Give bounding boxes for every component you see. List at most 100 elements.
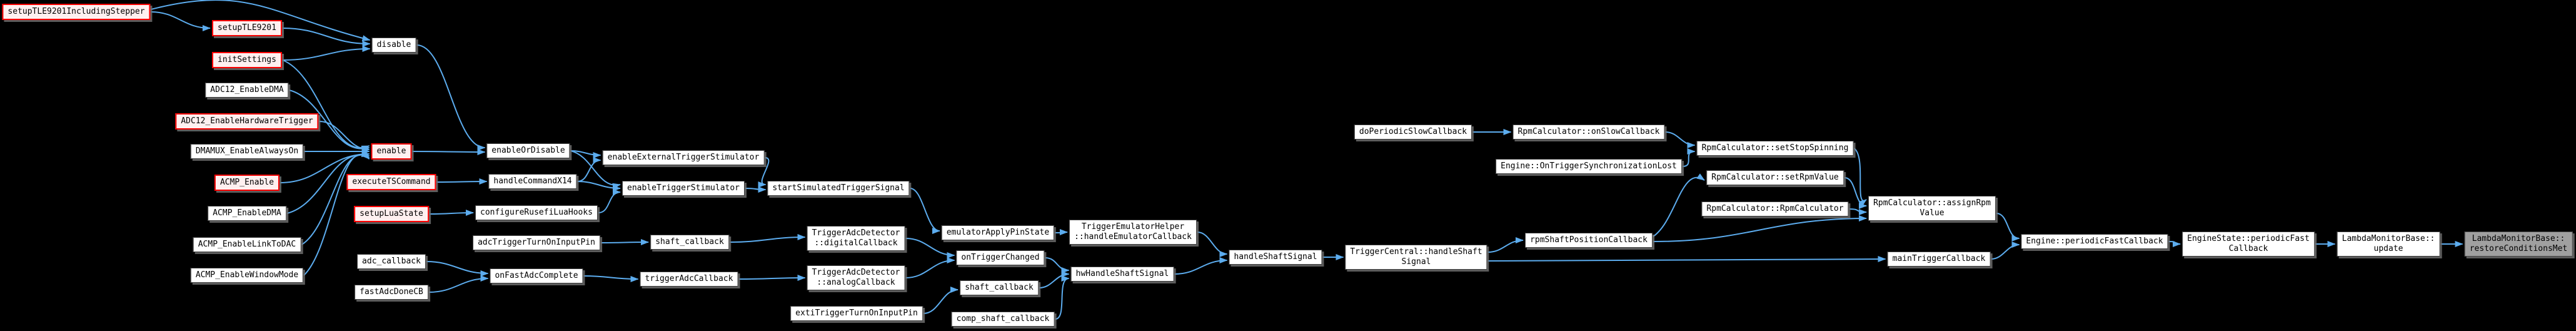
node-adcTriggerTurnOnInputPin[interactable]: adcTriggerTurnOnInputPin: [473, 235, 600, 250]
node-compShaftCallback[interactable]: comp_shaft_callback: [951, 312, 1055, 327]
node-label-line: handleShaftSignal: [1234, 252, 1317, 262]
node-label-line: ADC12_EnableDMA: [210, 85, 284, 94]
node-label-line: ::analogCallback: [817, 278, 895, 287]
node-acmpEnableWindowMode[interactable]: ACMP_EnableWindowMode: [190, 268, 304, 283]
node-emulatorApplyPinState[interactable]: emulatorApplyPinState: [941, 225, 1055, 240]
edge-triggerCentralHandleShaftSignal-mainTriggerCallback: [1487, 256, 1886, 263]
edge-adc12EnableHwTrigger-enable: [319, 121, 370, 153]
node-configureRusefiLuaHooks[interactable]: configureRusefiLuaHooks: [475, 205, 598, 220]
node-label-line: initSettings: [218, 55, 276, 64]
node-tleStepper[interactable]: setupTLE9201IncludingStepper: [2, 4, 151, 20]
node-label-line: RpmCalculator::setRpmValue: [1711, 173, 1839, 182]
node-rpmSetRpmValue[interactable]: RpmCalculator::setRpmValue: [1706, 170, 1844, 185]
node-label-line: adc_callback: [362, 257, 421, 266]
node-label-line: setupLuaState: [360, 209, 423, 218]
edge-trigAdcDigitalCallback-onTriggerChanged: [905, 238, 955, 258]
node-shaftCallback2[interactable]: shaft_callback: [960, 280, 1039, 295]
node-setupLuaState[interactable]: setupLuaState: [354, 206, 429, 222]
node-acmpEnableDMA[interactable]: ACMP_EnableDMA: [208, 206, 286, 221]
edge-triggerAdcCallback-trigAdcAnalogCallback: [738, 275, 806, 282]
node-label-line: shaft_callback: [965, 283, 1034, 292]
node-label-line: ACMP_EnableLinkToDAC: [198, 240, 296, 249]
node-label-line: disable: [376, 40, 411, 49]
node-onFastAdcComplete[interactable]: onFastAdcComplete: [490, 268, 583, 283]
edge-rpmShaftPositionCallback-rpmSetRpmValue: [1653, 173, 1705, 237]
node-handleCommandX14[interactable]: handleCommandX14: [488, 174, 577, 189]
node-label-line: restoreConditionsMet: [2469, 244, 2568, 253]
edge-executeTSCommand-handleCommandX14: [436, 178, 488, 185]
node-handleShaftSignal[interactable]: handleShaftSignal: [1229, 250, 1322, 265]
node-label-line: TriggerAdcDetector: [812, 228, 900, 238]
node-enableExternalTriggerStimulator[interactable]: enableExternalTriggerStimulator: [602, 150, 765, 165]
node-trigEmulatorHelperCallback[interactable]: TriggerEmulatorHelper::handleEmulatorCal…: [1069, 220, 1197, 245]
node-enableOrDisable[interactable]: enableOrDisable: [486, 143, 570, 158]
node-rpmShaftPositionCallback[interactable]: rpmShaftPositionCallback: [1525, 233, 1653, 248]
node-adcCallback[interactable]: adc_callback: [357, 254, 426, 269]
node-disable[interactable]: disable: [371, 38, 416, 53]
edge-rpmAssignRpmValue-enginePeriodicFastCallback: [1996, 213, 2020, 242]
node-setupTLE9201[interactable]: setupTLE9201: [212, 20, 282, 36]
node-enable[interactable]: enable: [371, 143, 412, 160]
node-extiTriggerTurnOnInputPin[interactable]: extiTriggerTurnOnInputPin: [790, 306, 923, 321]
edge-rpmShaftPositionCallback-rpmAssignRpmValue: [1653, 215, 1867, 242]
node-hwHandleShaftSignal[interactable]: hwHandleShaftSignal: [1070, 267, 1174, 282]
edge-handleCommandX14-enableTriggerStimulator: [577, 181, 621, 191]
node-trigAdcAnalogCallback[interactable]: TriggerAdcDetector::analogCallback: [807, 265, 905, 290]
node-adc12EnableHwTrigger[interactable]: ADC12_EnableHardwareTrigger: [175, 113, 319, 130]
node-label-line: onFastAdcComplete: [495, 271, 578, 280]
node-label-line: emulatorApplyPinState: [946, 228, 1050, 237]
node-trigAdcDigitalCallback[interactable]: TriggerAdcDetector::digitalCallback: [807, 226, 905, 251]
node-label-line: DMAMUX_EnableAlwaysOn: [195, 146, 299, 156]
edge-shaftCallback1-trigAdcDigitalCallback: [729, 234, 806, 243]
node-acmpEnable[interactable]: ACMP_Enable: [214, 175, 280, 191]
edge-startSimulatedTriggerSignal-emulatorApplyPinState: [910, 188, 940, 234]
node-doPeriodicSlowCallback[interactable]: doPeriodicSlowCallback: [1354, 125, 1472, 140]
node-label-line: TriggerCentral::handleShaft: [1350, 247, 1482, 257]
node-label-line: update: [2373, 244, 2403, 253]
node-label-line: ACMP_EnableWindowMode: [195, 270, 299, 280]
node-enginePeriodicFastCallback[interactable]: Engine::periodicFastCallback: [2021, 234, 2168, 249]
node-label-line: setupTLE9201IncludingStepper: [8, 7, 145, 16]
node-acmpEnableLinkToDAC[interactable]: ACMP_EnableLinkToDAC: [193, 237, 301, 252]
edge-onTriggerChanged-hwHandleShaftSignal: [1045, 257, 1070, 273]
node-label-line: enableOrDisable: [491, 146, 565, 155]
node-label-line: doPeriodicSlowCallback: [1359, 127, 1467, 136]
node-dmamuxEnableAlwaysOn[interactable]: DMAMUX_EnableAlwaysOn: [190, 144, 304, 159]
edge-adcTriggerTurnOnInputPin-shaftCallback1: [600, 239, 649, 246]
node-rpmCalculatorCtor[interactable]: RpmCalculator::RpmCalculator: [1701, 201, 1849, 216]
node-startSimulatedTriggerSignal[interactable]: startSimulatedTriggerSignal: [767, 181, 910, 196]
edge-tleStepper-setupTLE9201: [151, 11, 211, 31]
node-executeTSCommand[interactable]: executeTSCommand: [346, 174, 436, 190]
edge-tleStepper-disable: [151, 0, 371, 41]
edge-trigEmulatorHelperCallback-handleShaftSignal: [1197, 232, 1228, 257]
node-fastAdcDoneCB[interactable]: fastAdcDoneCB: [355, 285, 428, 300]
node-label-line: onTriggerChanged: [961, 253, 1040, 262]
node-adc12EnableDMA[interactable]: ADC12_EnableDMA: [205, 83, 289, 98]
node-triggerAdcCallback[interactable]: triggerAdcCallback: [640, 272, 738, 287]
edge-setupLuaState-configureRusefiLuaHooks: [429, 210, 474, 216]
node-label-line: ACMP_EnableDMA: [213, 208, 281, 218]
node-lambdaMonitorUpdate[interactable]: LambdaMonitorBase::update: [2337, 232, 2440, 257]
node-label-line: Signal: [1401, 257, 1431, 267]
edge-configureRusefiLuaHooks-enableTriggerStimulator: [598, 189, 621, 213]
edge-trigAdcAnalogCallback-onTriggerChanged: [905, 257, 955, 278]
node-engineOnTriggerSyncLost[interactable]: Engine::OnTriggerSynchronizationLost: [1496, 159, 1682, 174]
node-mainTriggerCallback[interactable]: mainTriggerCallback: [1887, 252, 1991, 267]
edge-enableExternalTriggerStimulator-startSimulatedTriggerSignal: [758, 157, 770, 188]
node-enableTriggerStimulator[interactable]: enableTriggerStimulator: [621, 181, 745, 196]
node-label-line: configureRusefiLuaHooks: [480, 208, 593, 217]
node-rpmSetStopSpinning[interactable]: RpmCalculator::setStopSpinning: [1696, 141, 1854, 156]
node-shaftCallback1[interactable]: shaft_callback: [650, 235, 729, 250]
node-initSettings[interactable]: initSettings: [212, 52, 282, 68]
node-label-line: Engine::OnTriggerSynchronizationLost: [1501, 161, 1677, 171]
node-rpmOnSlowCallback[interactable]: RpmCalculator::onSlowCallback: [1512, 125, 1665, 140]
edge-rpmSetStopSpinning-rpmAssignRpmValue: [1853, 148, 1867, 207]
node-onTriggerChanged[interactable]: onTriggerChanged: [956, 250, 1045, 265]
node-label-line: Value: [1919, 208, 1945, 218]
node-label-line: setupTLE9201: [218, 23, 276, 33]
edge-rpmOnSlowCallback-rpmSetStopSpinning: [1665, 131, 1696, 148]
